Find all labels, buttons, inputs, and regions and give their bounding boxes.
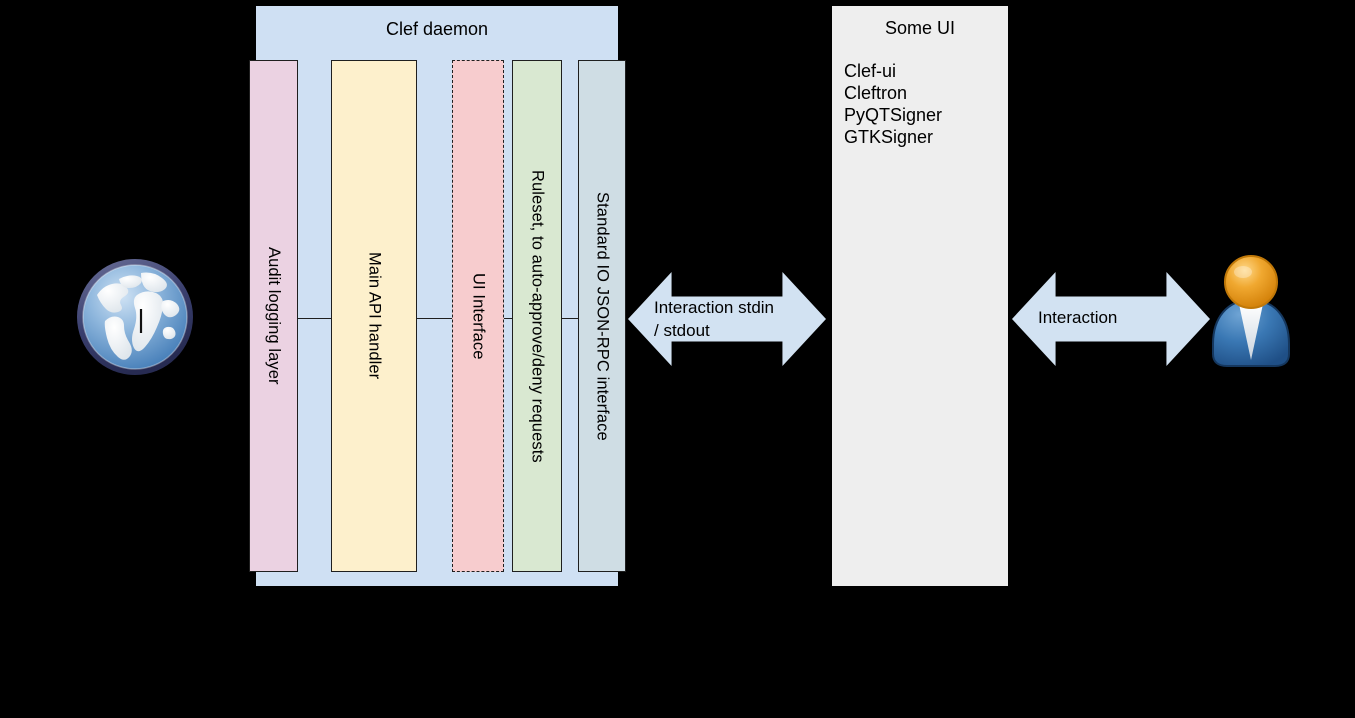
column-ruleset: Ruleset, to auto-approve/deny requests	[512, 60, 562, 572]
column-label: Main API handler	[365, 252, 384, 380]
some-ui-panel: Some UI Clef-ui Cleftron PyQTSigner GTKS…	[832, 6, 1008, 586]
column-main-api-handler: Main API handler	[331, 60, 417, 572]
arrow-stdin-stdout-label: Interaction stdin / stdout	[654, 298, 775, 340]
connector-line	[297, 318, 332, 319]
globe-icon	[75, 257, 195, 377]
column-ui-interface: UI Interface	[452, 60, 504, 572]
list-item: PyQTSigner	[844, 105, 943, 125]
list-item: GTKSigner	[844, 127, 934, 147]
column-audit-logging-layer: Audit logging layer	[249, 60, 298, 572]
some-ui-title: Some UI	[884, 18, 956, 38]
some-ui-list: Clef-ui Cleftron PyQTSigner GTKSigner	[844, 60, 1008, 148]
arrow-interaction-label: Interaction	[1038, 308, 1118, 327]
connector-line	[561, 318, 579, 319]
list-item: Cleftron	[844, 83, 908, 103]
clef-daemon-title: Clef daemon	[385, 19, 489, 39]
connector-line	[503, 318, 513, 319]
column-label: Ruleset, to auto-approve/deny requests	[528, 169, 547, 463]
list-item: Clef-ui	[844, 61, 897, 81]
column-label: Audit logging layer	[265, 247, 283, 385]
column-standard-io-json-rpc-interface: Standard IO JSON-RPC interface	[578, 60, 626, 572]
user-icon	[1205, 252, 1297, 368]
column-label: UI Interface	[469, 272, 488, 360]
clef-daemon-panel	[256, 6, 618, 586]
connector-line	[416, 318, 453, 319]
column-label: Standard IO JSON-RPC interface	[593, 191, 612, 441]
